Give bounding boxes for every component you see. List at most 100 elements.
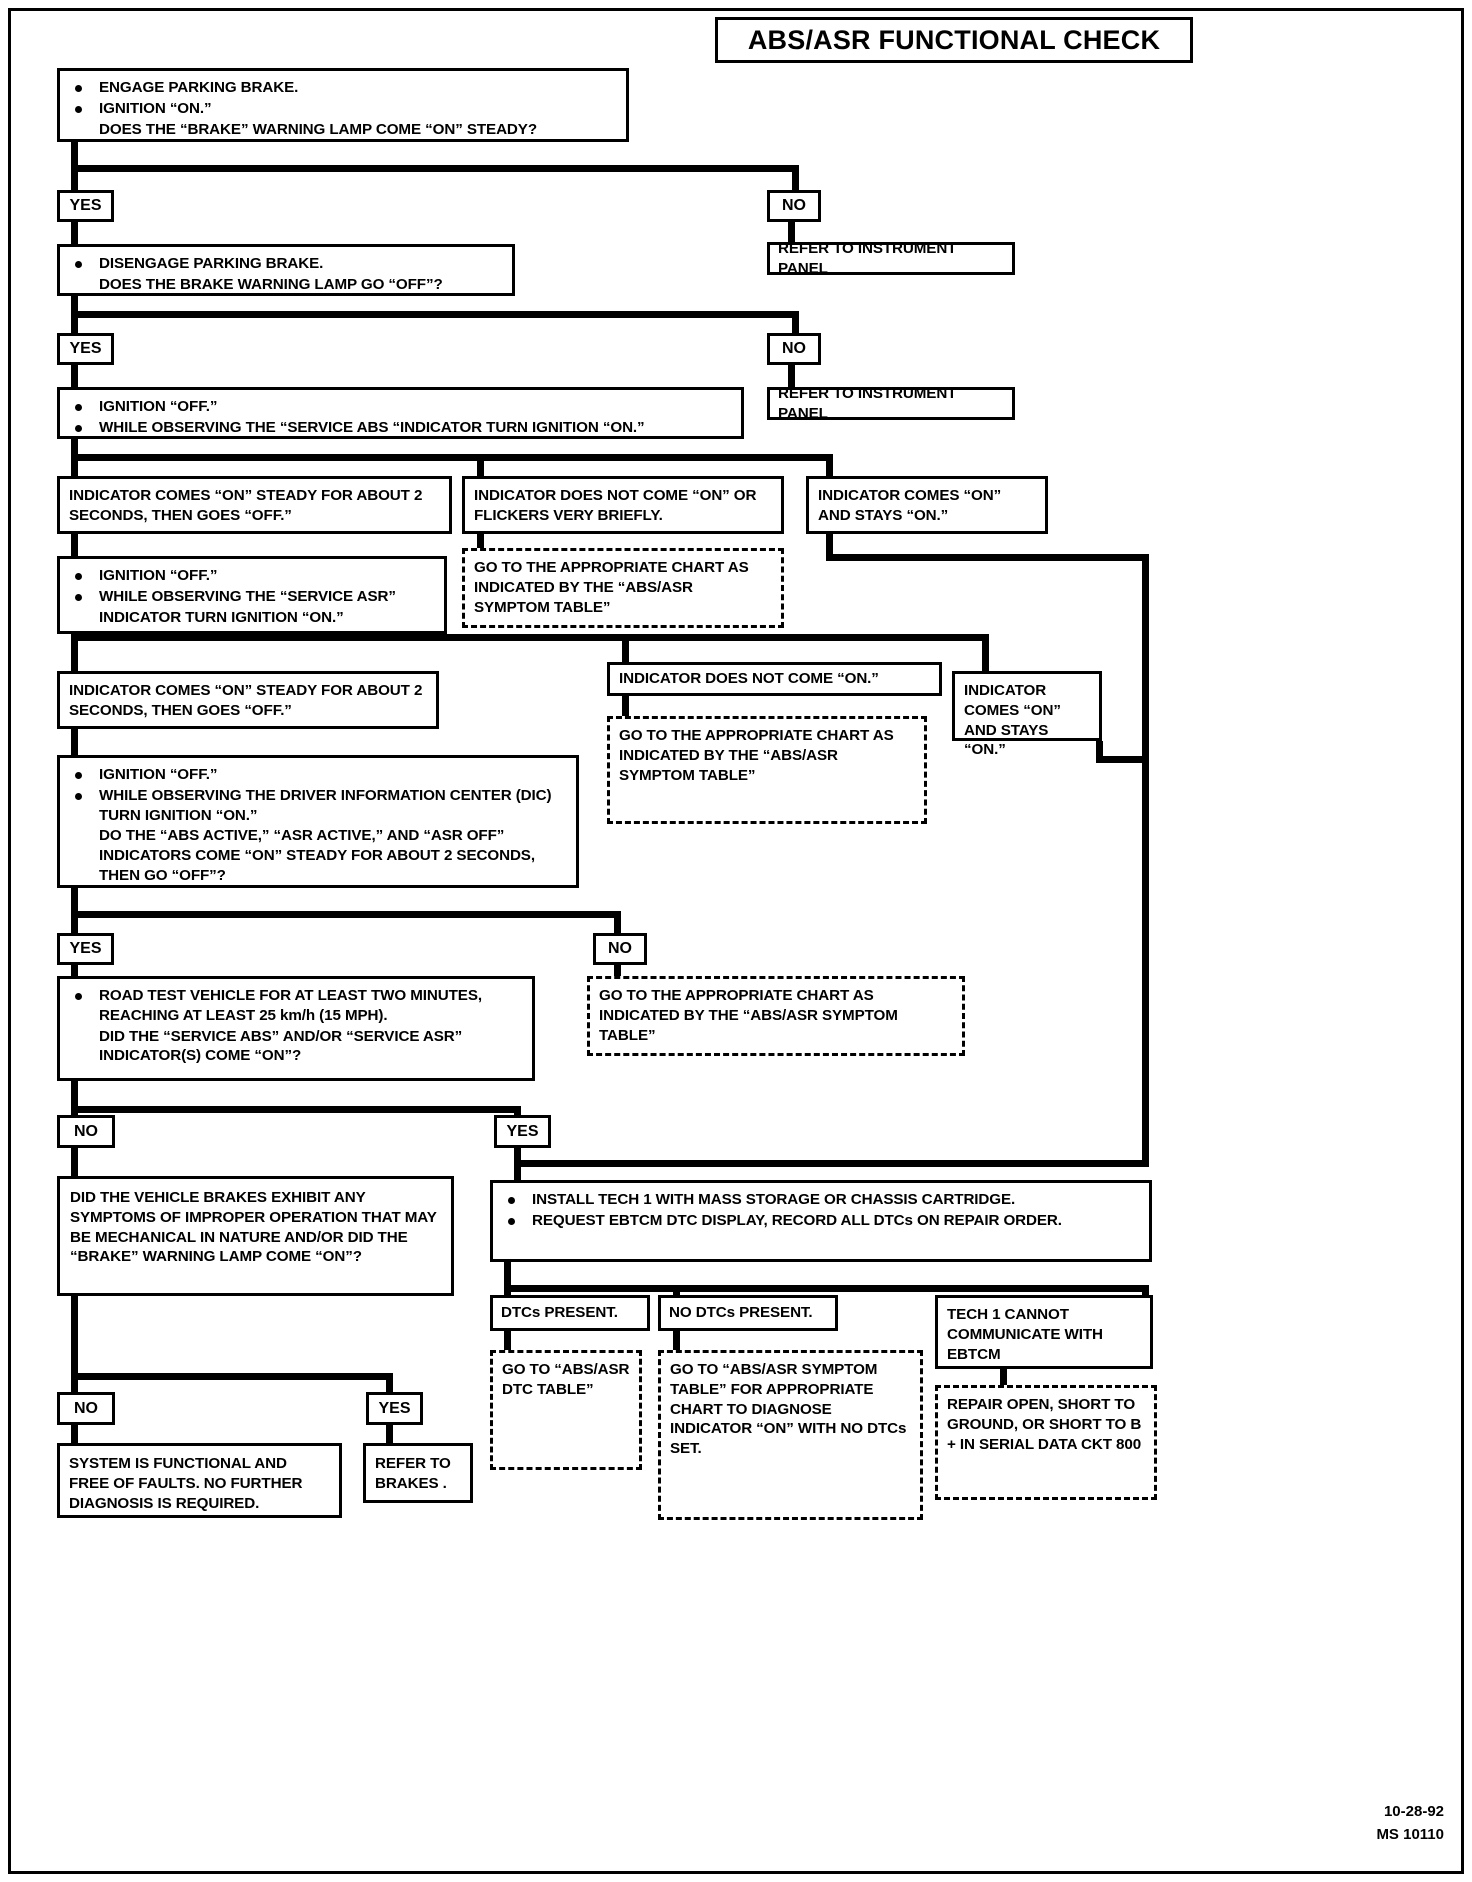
connector	[788, 222, 795, 242]
connector	[826, 554, 1149, 561]
branch-no-1: NO	[767, 190, 821, 222]
system-functional-result: SYSTEM IS FUNCTIONAL AND FREE OF FAULTS.…	[57, 1443, 342, 1518]
branch-no-5: NO	[57, 1392, 115, 1425]
connector	[71, 911, 621, 918]
connector	[71, 311, 78, 335]
connector	[477, 534, 484, 548]
connector	[71, 729, 78, 755]
branch-yes-4: YES	[494, 1115, 551, 1148]
branch-no-4: NO	[57, 1115, 115, 1148]
connector	[477, 454, 484, 476]
abs-result-no-on: INDICATOR DOES NOT COME “ON” OR FLICKERS…	[462, 476, 784, 534]
connector	[788, 365, 795, 387]
step4-bullet-1: IGNITION “OFF.”	[69, 566, 435, 586]
step5-bullet-2: WHILE OBSERVING THE DRIVER INFORMATION C…	[69, 786, 567, 826]
goto-symptom-table-3: GO TO THE APPROPRIATE CHART AS INDICATED…	[587, 976, 965, 1056]
connector	[1096, 756, 1149, 763]
step2-bullet-1: DISENGAGE PARKING BRAKE.	[69, 254, 503, 274]
connector	[1142, 554, 1149, 1160]
page-title: ABS/ASR FUNCTIONAL CHECK	[715, 17, 1193, 63]
step7-bullet-1: INSTALL TECH 1 WITH MASS STORAGE OR CHAS…	[502, 1190, 1140, 1210]
connector	[71, 1148, 78, 1176]
no-dtcs-present: NO DTCs PRESENT.	[658, 1295, 838, 1331]
connector	[71, 1081, 78, 1113]
connector	[71, 1106, 521, 1113]
step-observe-service-abs: IGNITION “OFF.” WHILE OBSERVING THE “SER…	[57, 387, 744, 439]
step-engage-parking-brake: ENGAGE PARKING BRAKE. IGNITION “ON.” DOE…	[57, 68, 629, 142]
branch-yes-5: YES	[366, 1392, 423, 1425]
connector	[982, 634, 989, 671]
brakes-symptom-question: DID THE VEHICLE BRAKES EXHIBIT ANY SYMPT…	[57, 1176, 454, 1296]
asr-result-no-on: INDICATOR DOES NOT COME “ON.”	[607, 662, 942, 696]
connector	[386, 1373, 393, 1395]
connector	[71, 888, 78, 918]
step-observe-dic: IGNITION “OFF.” WHILE OBSERVING THE DRIV…	[57, 755, 579, 888]
connector	[71, 1373, 78, 1395]
refer-instrument-panel-1: REFER TO INSTRUMENT PANEL	[767, 240, 1015, 277]
connector	[386, 1425, 393, 1447]
step-install-tech1: INSTALL TECH 1 WITH MASS STORAGE OR CHAS…	[490, 1180, 1152, 1262]
step-disengage-parking-brake: DISENGAGE PARKING BRAKE. DOES THE BRAKE …	[57, 244, 515, 296]
connector	[504, 1262, 511, 1292]
connector	[622, 696, 629, 716]
step4-bullet-2: WHILE OBSERVING THE “SERVICE ASR”	[69, 587, 435, 607]
connector	[71, 454, 833, 461]
connector	[504, 1331, 511, 1353]
connector	[1000, 1369, 1007, 1391]
connector	[71, 911, 78, 933]
connector	[71, 165, 78, 190]
connector	[71, 296, 78, 318]
footer-date: 10-28-92	[1383, 1803, 1444, 1820]
goto-symptom-table-2: GO TO THE APPROPRIATE CHART AS INDICATED…	[607, 716, 927, 824]
goto-dtc-table: GO TO “ABS/ASR DTC TABLE”	[490, 1350, 642, 1470]
connector	[614, 911, 621, 933]
step-observe-service-asr: IGNITION “OFF.” WHILE OBSERVING THE “SER…	[57, 556, 447, 634]
connector	[71, 634, 78, 671]
connector	[71, 634, 989, 641]
connector	[71, 1296, 78, 1394]
refer-instrument-panel-2: REFER TO INSTRUMENT PANEL	[767, 385, 1015, 422]
tech1-cannot-communicate: TECH 1 CANNOT COMMUNICATE WITH EBTCM	[935, 1295, 1153, 1369]
connector	[71, 534, 78, 556]
connector	[71, 454, 78, 476]
step4-bullet-2-cont: INDICATOR TURN IGNITION “ON.”	[99, 608, 344, 626]
repair-open-short: REPAIR OPEN, SHORT TO GROUND, OR SHORT T…	[935, 1385, 1157, 1500]
connector	[792, 165, 799, 190]
branch-yes-2: YES	[57, 333, 114, 365]
goto-symptom-table-1: GO TO THE APPROPRIATE CHART AS INDICATED…	[462, 548, 784, 628]
branch-yes-3: YES	[57, 933, 114, 965]
branch-no-2: NO	[767, 333, 821, 365]
connector	[71, 1373, 393, 1380]
step6-bullet-1: ROAD TEST VEHICLE FOR AT LEAST TWO MINUT…	[69, 986, 523, 1026]
step1-bullet-2: IGNITION “ON.”	[69, 99, 617, 119]
connector	[71, 1425, 78, 1447]
step1-bullet-1: ENGAGE PARKING BRAKE.	[69, 78, 617, 98]
dtcs-present: DTCs PRESENT.	[490, 1295, 650, 1331]
step6-bullet-1-cont: DID THE “SERVICE ABS” AND/OR “SERVICE AS…	[99, 1027, 463, 1065]
connector	[71, 365, 78, 387]
step5-bullet-1: IGNITION “OFF.”	[69, 765, 567, 785]
page-border	[8, 8, 1464, 1874]
connector	[673, 1331, 680, 1353]
step1-bullet-2-cont: DOES THE “BRAKE” WARNING LAMP COME “ON” …	[99, 120, 538, 138]
step-road-test: ROAD TEST VEHICLE FOR AT LEAST TWO MINUT…	[57, 976, 535, 1081]
connector	[622, 634, 629, 662]
connector	[71, 142, 78, 172]
branch-no-3: NO	[593, 933, 647, 965]
connector	[826, 534, 833, 561]
footer-code: MS 10110	[1376, 1826, 1444, 1843]
connector	[514, 1160, 1149, 1167]
connector	[1096, 741, 1103, 763]
connector	[71, 439, 78, 461]
step5-bullet-2-cont: DO THE “ABS ACTIVE,” “ASR ACTIVE,” AND “…	[99, 827, 535, 884]
abs-result-stays-on: INDICATOR COMES “ON” AND STAYS “ON.”	[806, 476, 1048, 534]
connector	[71, 165, 799, 172]
branch-yes-1: YES	[57, 190, 114, 222]
abs-result-steady: INDICATOR COMES “ON” STEADY FOR ABOUT 2 …	[57, 476, 452, 534]
refer-to-brakes-result: REFER TO BRAKES .	[363, 1443, 473, 1503]
asr-result-stays-on: INDICATOR COMES “ON” AND STAYS “ON.”	[952, 671, 1102, 758]
asr-result-steady: INDICATOR COMES “ON” STEADY FOR ABOUT 2 …	[57, 671, 439, 729]
connector	[71, 222, 78, 244]
connector	[826, 454, 833, 476]
